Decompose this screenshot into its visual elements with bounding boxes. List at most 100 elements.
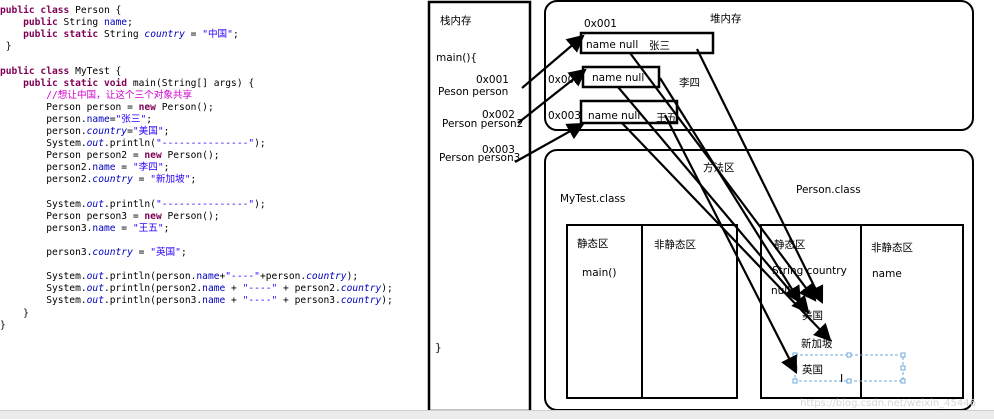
code-line: public class Person { (0, 5, 121, 17)
code-token: out (86, 295, 104, 307)
code-token: person3. (0, 247, 93, 258)
heap-object-3-content: name null (588, 110, 641, 122)
mytest-nonstatic-header: 非静态区 (654, 239, 696, 251)
stack-title: 栈内存 (440, 15, 472, 27)
code-token (0, 17, 23, 28)
stack-ref-2-label: Person person2 (442, 118, 524, 130)
heap-box (544, 0, 974, 131)
code-token: "英国" (150, 247, 181, 258)
code-token: System. (0, 271, 87, 283)
code-token: = (184, 29, 203, 41)
person-class-title: Person.class (796, 184, 861, 196)
code-token: "美国" (132, 126, 164, 137)
code-token: ); (381, 283, 393, 295)
person-nonstatic-header: 非静态区 (871, 242, 913, 254)
code-token: "新加坡" (150, 174, 191, 186)
code-token: System. (0, 198, 87, 210)
code-token: ; (190, 174, 197, 186)
code-token: public static void (23, 77, 133, 89)
code-token: "----" (225, 271, 260, 283)
code-token: new (144, 210, 168, 222)
code-token: out (86, 283, 104, 295)
heap-object-2-content: name null (592, 72, 645, 84)
code-token: name (202, 295, 226, 307)
code-token: name (202, 283, 226, 295)
code-line: System.out.println(person2.name + "----"… (0, 283, 393, 295)
mytest-class-box (566, 224, 738, 399)
code-token: ; (146, 113, 153, 125)
code-token: ; (127, 17, 133, 29)
code-token: .println(person3. (103, 295, 203, 307)
code-token: } (0, 319, 6, 331)
code-token: = (127, 126, 133, 137)
code-token: "---------------" (155, 138, 255, 150)
code-token: Person(); (167, 150, 220, 162)
code-token: new (138, 101, 162, 113)
code-token: country (92, 174, 133, 186)
stack-ref-2-addr: 0x002 (482, 109, 515, 121)
code-token: .println(person. (103, 271, 197, 283)
memory-diagram: I 栈内存 main(){ 0x001 Peson person 0x002 P… (420, 0, 994, 419)
code-line: System.out.println("---------------"); (0, 138, 266, 150)
code-token: country (340, 295, 382, 307)
code-token: "----" (242, 283, 278, 295)
code-line: Person person2 = new Person(); (0, 150, 220, 162)
code-line: System.out.println(person.name+"----"+pe… (0, 271, 358, 283)
code-line: System.out.println("---------------"); (0, 199, 266, 211)
code-token: person. (0, 113, 87, 125)
code-token: country (340, 283, 382, 295)
country-value-null: null (771, 285, 791, 297)
diagram-shapes: I (427, 0, 974, 413)
code-token: ; (163, 162, 170, 174)
person-static-header: 静态区 (774, 239, 806, 251)
country-value-xinjiapo: 新加坡 (801, 338, 833, 350)
heap-object-2-addr: 0x002 (548, 74, 581, 86)
country-value-yingguo: 英国 (802, 364, 823, 376)
code-token: out (86, 198, 104, 210)
code-line: person.country="美国"; (0, 126, 169, 138)
code-token: String (63, 17, 104, 29)
code-token: new (144, 150, 168, 162)
horizontal-scrollbar[interactable] (0, 410, 994, 419)
code-token: country (306, 271, 347, 283)
code-token: .println( (103, 138, 156, 150)
code-line: Person person = new Person(); (0, 102, 214, 114)
code-token (0, 78, 23, 89)
code-token: public static (23, 29, 104, 41)
code-token: Person person = (0, 101, 139, 113)
code-line: person.name="张三"; (0, 114, 152, 126)
code-editor: public class Person { public String name… (0, 0, 420, 419)
code-token: System. (0, 138, 87, 150)
mytest-static-item-main: main() (582, 267, 617, 279)
person-static-field: String country (772, 265, 847, 277)
country-value-zhongguo: 中国 (802, 287, 823, 299)
code-token: main(String[] args) { (132, 77, 255, 89)
country-value-meiguo: 美国 (802, 310, 823, 322)
code-token: Person(); (167, 210, 220, 222)
code-line: person2.name = "李四"; (0, 162, 169, 174)
svg-text:I: I (840, 372, 843, 385)
code-line: System.out.println(person3.name + "----"… (0, 295, 393, 307)
heap-title: 堆内存 (710, 13, 742, 25)
code-token: "王五" (132, 222, 164, 234)
stack-ref-1-addr: 0x001 (476, 74, 509, 86)
code-token: Person(); (161, 101, 214, 113)
code-token: country (144, 29, 185, 41)
code-line: public String name; (0, 17, 133, 29)
code-token: ); (254, 138, 266, 150)
code-token: out (86, 138, 104, 150)
code-token: person2. (0, 174, 93, 186)
stack-ref-3-label: Person person3 (439, 152, 521, 164)
mytest-class-title: MyTest.class (560, 193, 626, 205)
heap-object-1-addr: 0x001 (584, 18, 617, 30)
code-line: public static void main(String[] args) { (0, 78, 254, 90)
code-token: + (225, 295, 243, 307)
main-open: main(){ (436, 52, 478, 64)
method-area-title: 方法区 (703, 162, 735, 174)
person-nonstatic-item-name: name (872, 268, 902, 280)
code-token: ); (381, 295, 393, 307)
code-token: ; (180, 247, 187, 258)
heap-object-1-value: 张三 (649, 40, 670, 52)
code-line: public static String country = "中国"; (0, 29, 239, 41)
code-token: name (103, 17, 128, 29)
